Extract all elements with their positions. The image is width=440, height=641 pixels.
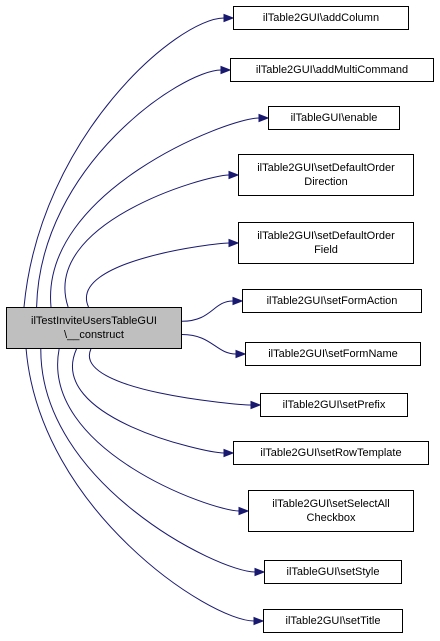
node-setdefaultorderdirection-line-2: Direction (304, 176, 348, 188)
edge-setprefix (88, 348, 252, 406)
arrowhead-setrowtemplate (223, 448, 235, 458)
node-setselectallcheckbox-line-2: Checkbox (306, 512, 356, 524)
node-setformaction[interactable]: ilTable2GUI\setFormAction (242, 289, 422, 313)
node-setdefaultorderfield[interactable]: ilTable2GUI\setDefaultOrder Field (238, 222, 414, 264)
edge-enable (50, 117, 260, 308)
root-line-2: \__construct (64, 329, 124, 341)
node-setformname[interactable]: ilTable2GUI\setFormName (245, 342, 421, 366)
arrowhead-setstyle (254, 567, 266, 577)
edge-setformaction (181, 300, 234, 322)
arrowhead-setdefaultorderfield (228, 238, 240, 248)
edge-setrowtemplate (72, 348, 225, 454)
arrowhead-setformaction (232, 296, 244, 306)
edge-addmulticommand (36, 69, 222, 308)
node-setselectallcheckbox-line-1: ilTable2GUI\setSelectAll (272, 498, 390, 510)
node-setrowtemplate-label: ilTable2GUI\setRowTemplate (260, 447, 402, 459)
arrowhead-addcolumn (223, 13, 235, 23)
root-line-1: ilTestInviteUsersTableGUI (31, 315, 157, 327)
node-enable-label: ilTableGUI\enable (290, 112, 378, 124)
node-setdefaultorderdirection-line-1: ilTable2GUI\setDefaultOrder (257, 162, 395, 174)
node-setstyle[interactable]: ilTableGUI\setStyle (264, 560, 402, 584)
node-setselectallcheckbox[interactable]: ilTable2GUI\setSelectAll Checkbox (248, 490, 414, 532)
node-addcolumn[interactable]: ilTable2GUI\addColumn (233, 6, 409, 30)
arrowhead-setformname (235, 349, 247, 359)
arrowhead-addmulticommand (220, 65, 232, 75)
root-node[interactable]: ilTestInviteUsersTableGUI \__construct (6, 307, 182, 349)
node-setformname-label: ilTable2GUI\setFormName (268, 348, 398, 360)
node-addmulticommand-label: ilTable2GUI\addMultiCommand (255, 64, 409, 76)
node-setdefaultorderfield-line-1: ilTable2GUI\setDefaultOrder (257, 230, 395, 242)
edge-setdefaultorderfield (85, 242, 230, 308)
node-setprefix-label: ilTable2GUI\setPrefix (282, 399, 386, 411)
edge-addcolumn (23, 17, 225, 308)
node-setdefaultorderfield-line-2: Field (314, 244, 338, 256)
arrowhead-setdefaultorderdirection (228, 170, 240, 180)
node-settitle-label: ilTable2GUI\setTitle (285, 615, 381, 627)
arrowhead-enable (258, 113, 270, 123)
edge-setselectallcheckbox (57, 348, 240, 512)
edge-setdefaultorderdirection (64, 174, 230, 308)
node-enable[interactable]: ilTableGUI\enable (268, 106, 400, 130)
node-setrowtemplate[interactable]: ilTable2GUI\setRowTemplate (233, 441, 429, 465)
node-setstyle-label: ilTableGUI\setStyle (286, 566, 380, 578)
arrowhead-setprefix (250, 400, 262, 410)
edge-settitle (25, 348, 255, 622)
node-setformaction-label: ilTable2GUI\setFormAction (266, 295, 398, 307)
node-addcolumn-label: ilTable2GUI\addColumn (262, 12, 380, 24)
node-addmulticommand[interactable]: ilTable2GUI\addMultiCommand (230, 58, 434, 82)
node-setprefix[interactable]: ilTable2GUI\setPrefix (260, 393, 408, 417)
arrowhead-settitle (253, 616, 265, 626)
edge-setformname (181, 334, 237, 355)
node-settitle[interactable]: ilTable2GUI\setTitle (263, 609, 403, 633)
edge-setstyle (40, 348, 256, 573)
arrowhead-setselectallcheckbox (238, 506, 250, 516)
node-setdefaultorderdirection[interactable]: ilTable2GUI\setDefaultOrder Direction (238, 154, 414, 196)
